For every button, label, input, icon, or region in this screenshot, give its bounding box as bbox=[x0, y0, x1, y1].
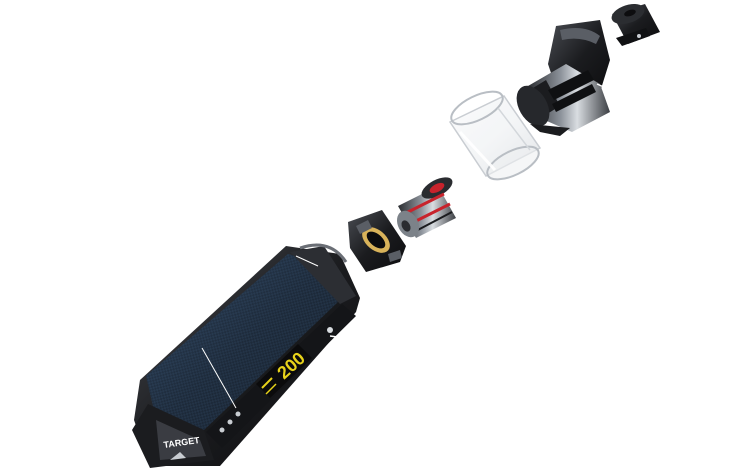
top-cap-assembly bbox=[516, 20, 610, 136]
coil bbox=[396, 177, 456, 238]
button-cluster bbox=[219, 327, 333, 433]
base-ring bbox=[348, 210, 406, 272]
drip-tip bbox=[611, 3, 660, 46]
mod-body: 200 TARGET bbox=[132, 243, 360, 468]
glass-tube bbox=[448, 90, 542, 181]
